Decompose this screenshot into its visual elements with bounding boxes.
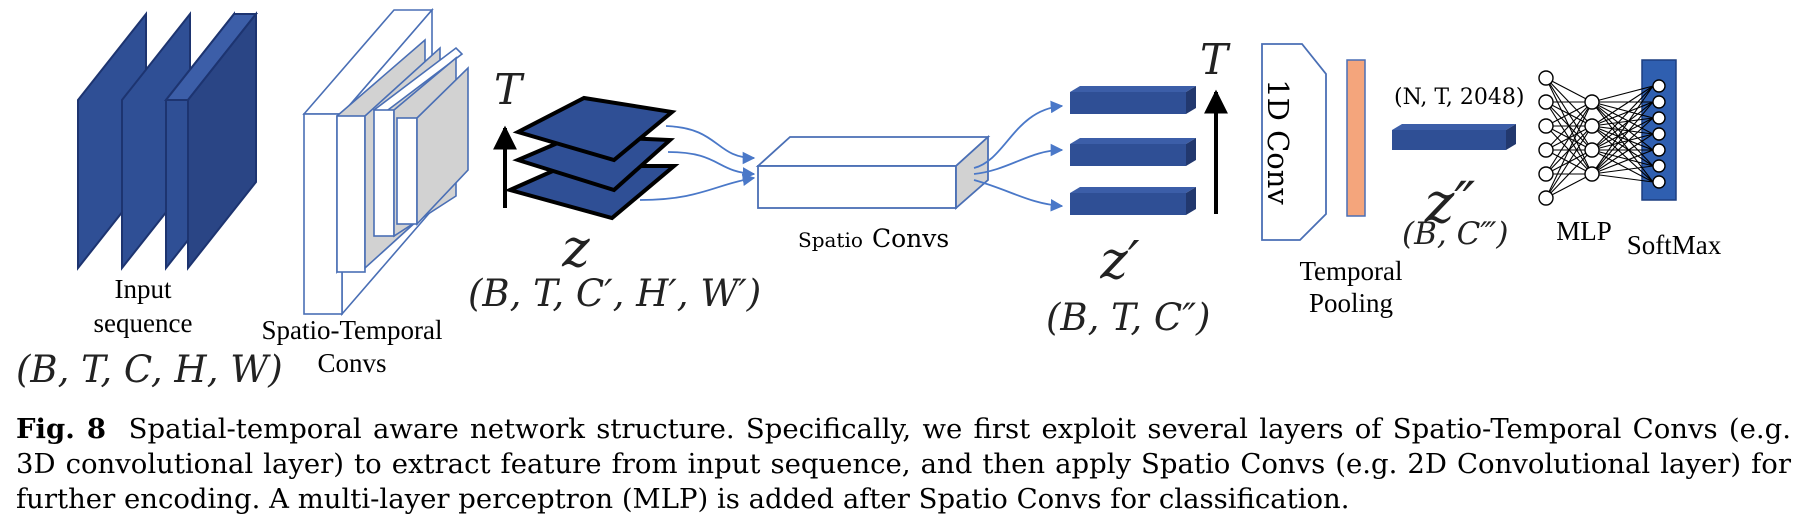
caption-text: Spatial-temporal aware network structure…: [16, 413, 1792, 515]
conv1d-label: 1D Conv: [1261, 79, 1295, 205]
mlp-connection: [1545, 149, 1593, 199]
softmax-neuron: [1652, 143, 1666, 157]
mlp-connection: [1591, 101, 1654, 151]
softmax-label: SoftMax: [1627, 230, 1722, 260]
mlp-connection: [1591, 101, 1654, 119]
mlp-connection: [1591, 117, 1654, 151]
softmax-neuron: [1652, 95, 1666, 109]
st-convs-label-line1: Spatio-Temporal: [261, 315, 442, 345]
figure-caption: Fig. 8 Spatial-temporal aware network st…: [16, 412, 1791, 517]
mlp-connection: [1591, 133, 1654, 151]
z-feature-stack: [504, 95, 680, 221]
mlp-neuron: [1538, 166, 1554, 182]
spatio-temporal-convs-block: [302, 7, 469, 317]
mlp-label: MLP: [1556, 216, 1612, 246]
mlp-connection: [1545, 101, 1593, 151]
mlp-connection: [1591, 149, 1654, 175]
mlp-connection: [1591, 117, 1654, 127]
zprime-bar-3: [1070, 187, 1196, 215]
input-shape-label: (B, T, C, H, W): [16, 348, 283, 391]
zprime-feature-bars: [1070, 86, 1196, 215]
pooling-label-line2: Pooling: [1309, 288, 1393, 318]
temporal-pooling-bar: [1346, 59, 1366, 217]
zprime-shape-label: (B, T, C″): [1046, 296, 1210, 339]
spatio-label-big: Convs: [872, 224, 949, 253]
mlp-connection: [1591, 149, 1654, 167]
mlp-neuron: [1584, 118, 1600, 134]
mlp-connection: [1591, 85, 1654, 151]
mlp-connection: [1591, 173, 1654, 183]
spatio-convs-block: [755, 134, 991, 210]
mlp-connection: [1545, 101, 1593, 175]
mlp-connection: [1591, 165, 1654, 175]
mlp-connection: [1591, 85, 1654, 127]
mlp-connection: [1545, 173, 1593, 199]
spatio-label-small: Spatio: [798, 228, 863, 252]
mlp-neuron: [1538, 142, 1554, 158]
softmax-neuron: [1652, 175, 1666, 189]
mlp-connection: [1591, 149, 1654, 183]
input-frames: [77, 11, 259, 271]
zdprime-name: z″: [1424, 171, 1476, 236]
zdprime-dims-label: (N, T, 2048): [1394, 85, 1524, 110]
mlp-neuron: [1584, 142, 1600, 158]
mlp-connection: [1545, 77, 1593, 103]
input-label-line2: sequence: [94, 308, 193, 338]
zdprime-shape-label: (B, C‴): [1402, 216, 1509, 252]
mlp-connection: [1591, 101, 1654, 175]
mlp-neuron: [1584, 94, 1600, 110]
pooling-label-line1: Temporal: [1299, 256, 1402, 286]
st-convs-label-line2: Convs: [317, 348, 386, 378]
mlp-connection: [1591, 85, 1654, 175]
softmax-neuron: [1652, 111, 1666, 125]
mlp-neuron: [1538, 94, 1554, 110]
mlp-neuron: [1584, 166, 1600, 182]
mlp-connection: [1591, 117, 1654, 175]
z-axis-label: T: [494, 65, 525, 114]
mlp-connection: [1545, 125, 1593, 199]
spatio-to-zprime-arrows: [973, 100, 1064, 212]
mlp-connection: [1591, 101, 1654, 127]
z-to-spatio-arrows: [639, 125, 756, 201]
mlp-neuron: [1538, 190, 1554, 206]
zdprime-feature-bar: [1392, 124, 1516, 150]
z-shape-label: (B, T, C′, H′, W′): [468, 272, 761, 315]
zprime-bar-2: [1070, 138, 1196, 166]
softmax-neuron: [1652, 159, 1666, 173]
figure-label: Fig. 8: [16, 413, 107, 445]
input-label-line1: Input: [115, 274, 172, 304]
mlp-neuron: [1538, 118, 1554, 134]
zprime-name: z′: [1099, 231, 1139, 291]
mlp-connection: [1545, 101, 1593, 127]
mlp-neuron: [1538, 70, 1554, 86]
zprime-bar-1: [1070, 86, 1196, 114]
softmax-neuron: [1652, 79, 1666, 93]
mlp-connection: [1591, 133, 1654, 175]
zprime-axis-label: T: [1200, 35, 1231, 84]
mlp-connection: [1545, 101, 1593, 199]
conv1d-block: [1261, 43, 1327, 241]
softmax-neuron: [1652, 127, 1666, 141]
mlp-connection: [1591, 85, 1654, 103]
mlp-network: [1538, 70, 1666, 206]
z-name: z: [561, 219, 590, 279]
